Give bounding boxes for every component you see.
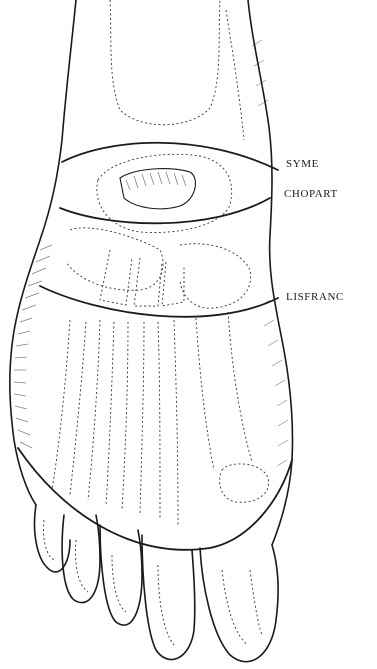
- navicular-outline: [66, 228, 163, 290]
- phalanx-2: [158, 565, 174, 645]
- metatarsal-3: [122, 322, 128, 510]
- first-mtp-joint: [220, 464, 269, 502]
- fibula-outline: [226, 10, 244, 140]
- metatarsal-4b: [106, 322, 114, 505]
- phalanx-1: [222, 570, 248, 645]
- toe-3: [100, 525, 142, 625]
- lisfranc-line: [40, 286, 278, 317]
- cuneiform-3: [162, 262, 184, 306]
- cuneiform-1: [100, 250, 132, 305]
- bone-outlines: [43, 0, 268, 645]
- foot-lateral-edge: [248, 0, 293, 545]
- toe-line: [18, 448, 292, 550]
- metatarsal-2: [158, 322, 160, 520]
- joint-cavity: [120, 169, 195, 209]
- phalanx-5: [43, 520, 54, 560]
- metatarsal-1: [196, 318, 214, 470]
- tibia-outline: [110, 0, 220, 125]
- medial-hatching: [14, 245, 52, 448]
- metatarsal-4: [88, 320, 100, 500]
- toe-1: [200, 545, 278, 662]
- metatarsal-1b: [228, 312, 252, 462]
- phalanx-3: [112, 555, 126, 612]
- metatarsal-2b: [174, 320, 178, 525]
- cuneiform-2: [134, 258, 162, 306]
- syme-line: [62, 143, 278, 170]
- foot-outline: [10, 0, 293, 662]
- metatarsal-5: [52, 320, 70, 490]
- phalanx-1b: [250, 570, 262, 635]
- syme-label: SYME: [286, 158, 319, 170]
- foot-medial-edge: [10, 0, 76, 505]
- metatarsal-3b: [140, 322, 144, 515]
- phalanx-4: [76, 540, 89, 592]
- chopart-label: CHOPART: [284, 188, 338, 200]
- metatarsal-5b: [70, 322, 86, 495]
- lisfranc-label: LISFRANC: [286, 291, 344, 303]
- cuboid-outline: [180, 244, 251, 308]
- toe-2: [142, 535, 195, 660]
